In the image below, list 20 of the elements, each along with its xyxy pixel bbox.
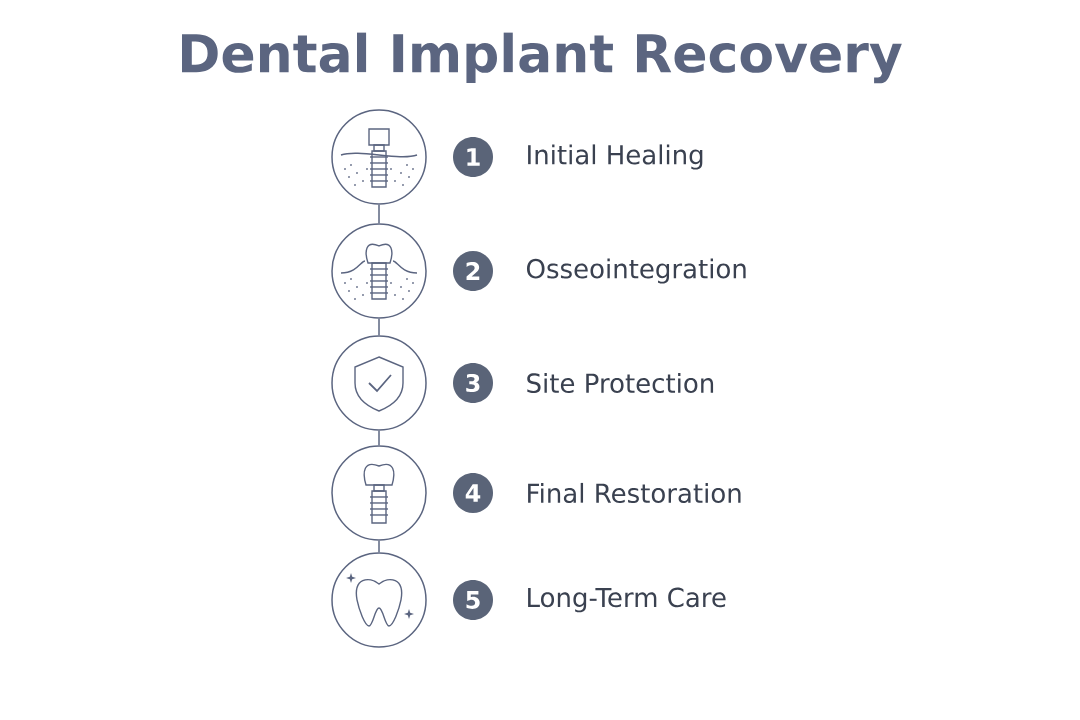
icon-circle (331, 552, 427, 648)
icon-circle (331, 335, 427, 431)
number-badge: 4 (453, 473, 493, 513)
connector-line (378, 318, 380, 336)
number-badge: 5 (453, 580, 493, 620)
step-label: Final Restoration (528, 482, 741, 504)
step-label: Initial Healing (528, 144, 703, 170)
connector-line (378, 204, 380, 224)
number-badge: 2 (453, 251, 493, 291)
number-badge: 3 (453, 363, 493, 403)
title: Dental Implant Recovery (182, 32, 902, 84)
number-badge: 1 (453, 137, 493, 177)
step-label: Site Protection (527, 372, 714, 394)
icon-circle (331, 223, 427, 319)
connector-line (378, 430, 380, 446)
step-label: Long-Term Care (528, 587, 726, 613)
icon-circle (331, 109, 427, 205)
connector-line (378, 540, 380, 553)
step-label: Osseointegration (527, 258, 746, 284)
icon-circle (331, 445, 427, 541)
